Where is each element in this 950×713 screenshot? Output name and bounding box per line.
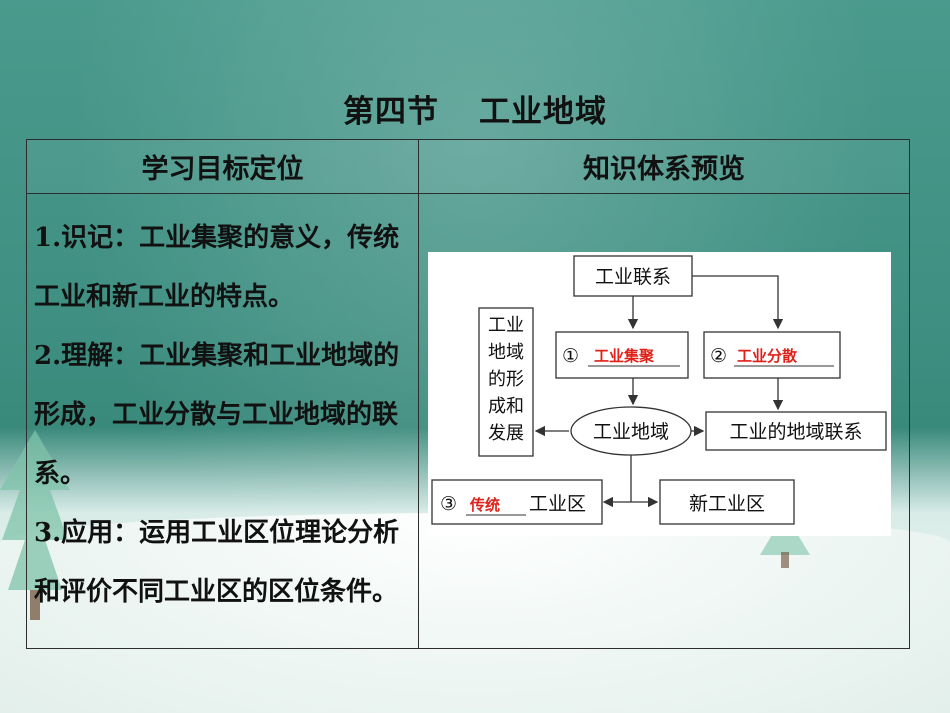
box-dispersion (703, 331, 841, 379)
knowledge-diagram: 工业联系 工业 地域 的形 成和 发展 ① 工业集聚 ② 工业分散 工业地域 (428, 252, 891, 536)
goal-item: 2.理解：工业集聚和工业地域的形成，工业分散与工业地域的联系。 (34, 341, 400, 489)
box-dispersion-answer: 工业分散 (737, 347, 798, 365)
goals-list: 1.识记：工业集聚的意义，传统工业和新工业的特点。 2.理解：工业集聚和工业地域… (28, 195, 417, 622)
ellipse-industrial-region-label: 工业地域 (593, 421, 669, 443)
page-title: 第四节工业地域 (343, 94, 607, 130)
box-regional-linkage (705, 411, 887, 451)
side-line: 地域 (488, 342, 524, 363)
box-new-region-label: 新工业区 (689, 493, 765, 515)
box-industrial-linkage-label: 工业联系 (595, 266, 671, 288)
box-agglomeration (555, 331, 689, 379)
box-traditional-suffix: 工业区 (529, 493, 586, 515)
box-regional-linkage-label: 工业的地域联系 (729, 421, 862, 443)
box-industrial-linkage (573, 255, 693, 297)
diagram-svg: 工业联系 工业 地域 的形 成和 发展 ① 工业集聚 ② 工业分散 工业地域 (431, 255, 887, 525)
box-traditional-num: ③ (440, 493, 457, 515)
box-dispersion-num: ② (710, 345, 727, 367)
box-traditional-answer: 传统 (469, 496, 500, 514)
header-left: 学习目标定位 (26, 139, 419, 194)
box-agglomeration-num: ① (562, 345, 579, 367)
arrow-down-2 (692, 275, 784, 330)
side-line: 成和 (488, 396, 524, 417)
box-traditional-region (431, 479, 603, 525)
side-line: 工业 (488, 315, 524, 336)
box-new-region (659, 479, 795, 525)
objectives-table: 学习目标定位 知识体系预览 1.识记：工业集聚的意义，传统工业和新工业的特点。 … (26, 139, 910, 649)
goal-item: 3.应用：运用工业区位理论分析和评价不同工业区的区位条件。 (34, 518, 400, 607)
goal-item: 1.识记：工业集聚的意义，传统工业和新工业的特点。 (34, 223, 400, 312)
box-formation-development (478, 307, 534, 457)
box-agglomeration-answer: 工业集聚 (594, 347, 655, 365)
goals-cell: 1.识记：工业集聚的意义，传统工业和新工业的特点。 2.理解：工业集聚和工业地域… (26, 193, 419, 649)
side-line: 发展 (488, 423, 524, 444)
header-right: 知识体系预览 (418, 139, 910, 194)
side-line: 的形 (488, 369, 524, 390)
